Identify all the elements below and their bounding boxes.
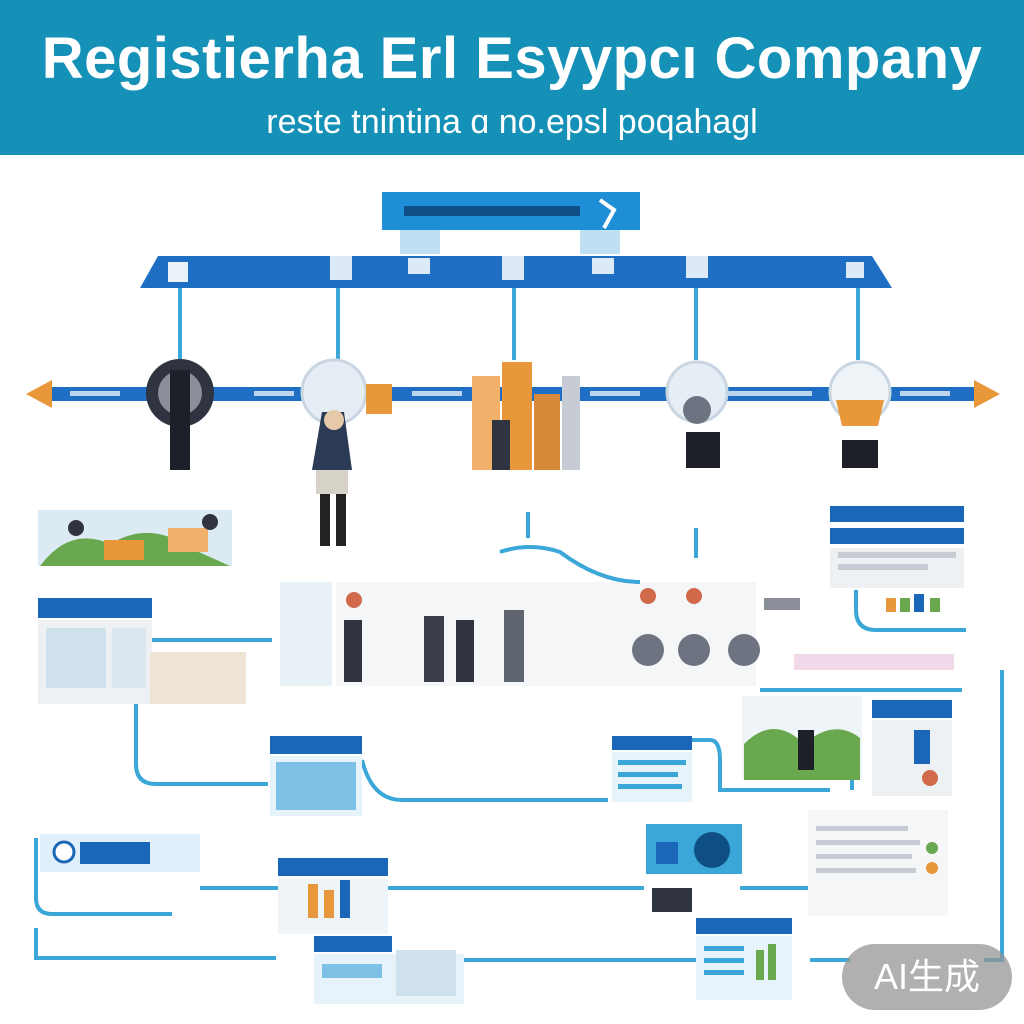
calendar-panel	[270, 736, 362, 816]
ai-generated-badge: AI生成	[842, 944, 1012, 1010]
panel-left-middle	[38, 598, 246, 704]
people-row	[280, 582, 954, 686]
header-banner: Registierha Erl Esyypcı Company reste tn…	[0, 0, 1024, 155]
panel-right-middle	[872, 700, 952, 796]
panel-right-top	[830, 506, 964, 612]
station-5-figure	[828, 360, 892, 468]
connector-lines	[34, 512, 1004, 962]
panel-center-right	[612, 736, 692, 802]
device-panel	[646, 824, 742, 912]
panel-bottom-right	[696, 918, 792, 1000]
top-label-box	[382, 192, 640, 254]
phone-panel	[40, 834, 200, 872]
page-title: Registierha Erl Esyypcı Company	[41, 26, 983, 91]
main-timeline-bar	[140, 254, 892, 288]
document-panel	[808, 810, 948, 916]
station-1-figure	[146, 359, 214, 470]
page-subtitle: reste tnintina ɑ no.epsl poqahagl	[266, 103, 758, 141]
station-3-figure	[472, 362, 580, 470]
team-illustration	[38, 510, 232, 566]
vertical-connectors	[178, 288, 860, 360]
landscape-panel	[742, 696, 862, 780]
station-2-figure	[300, 358, 392, 546]
chart-panel-lower	[278, 858, 388, 934]
station-4-figure	[665, 360, 729, 468]
panel-bottom-left	[314, 936, 464, 1004]
